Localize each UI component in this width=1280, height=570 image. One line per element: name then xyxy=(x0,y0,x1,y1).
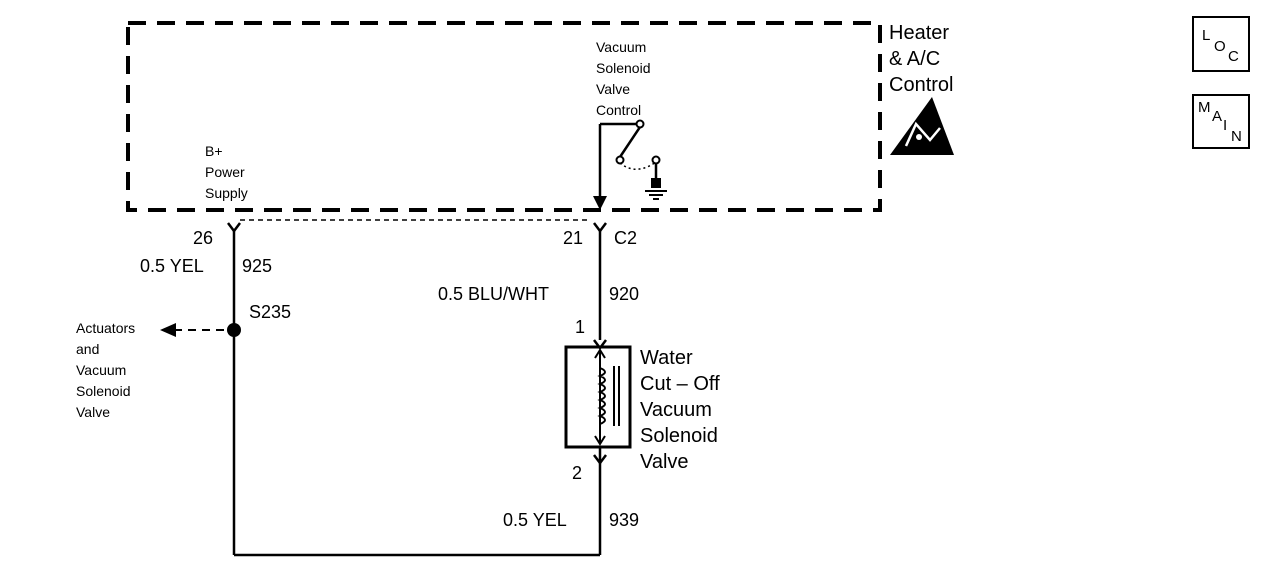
module-boundary xyxy=(126,21,882,212)
valve-control-line: Solenoid xyxy=(596,60,651,76)
loc-letter: O xyxy=(1214,38,1226,55)
return-wire-color: 0.5 YEL xyxy=(503,510,567,530)
loc-letter: L xyxy=(1202,27,1211,44)
solenoid-name-line: Cut – Off xyxy=(640,373,720,395)
main-letter: N xyxy=(1231,128,1242,145)
switch-wire-arrow-icon xyxy=(593,196,607,210)
power-wire-circuit: 925 xyxy=(242,256,273,276)
switch-contact-bottom xyxy=(615,155,625,165)
valve-control-line: Valve xyxy=(596,81,630,97)
control-pin-number: 21 xyxy=(563,228,584,248)
solenoid-top-arrow xyxy=(594,348,606,359)
module-title-line: Control xyxy=(889,74,954,96)
loc-button[interactable]: L O C xyxy=(1192,16,1250,72)
switch-actuation-dotted xyxy=(619,161,657,170)
solenoid-coil-icon xyxy=(597,367,606,425)
solenoid-pin-top: 1 xyxy=(575,317,586,337)
solenoid-bottom-arrow xyxy=(594,435,606,446)
main-letter: I xyxy=(1223,117,1228,134)
splice-destination-line: Valve xyxy=(76,404,110,420)
main-letter: A xyxy=(1212,108,1223,125)
power-supply-line: Supply xyxy=(205,185,248,201)
control-wire-circuit: 920 xyxy=(609,284,640,304)
solenoid-name-line: Water xyxy=(640,347,693,369)
control-pin-terminal xyxy=(593,222,607,234)
switch-blade xyxy=(618,126,642,158)
solenoid-name: Water Cut – Off Vacuum Solenoid Valve xyxy=(640,345,720,475)
splice-destination-label: Actuators and Vacuum Solenoid Valve xyxy=(76,318,135,423)
main-button[interactable]: M A I N xyxy=(1192,94,1250,149)
power-wire-color: 0.5 YEL xyxy=(140,256,204,276)
esd-warning-icon xyxy=(890,97,954,155)
power-supply-line: Power xyxy=(205,164,245,180)
ground-resistor xyxy=(651,178,661,188)
main-letter: M xyxy=(1198,99,1211,116)
solenoid-pin2-terminal xyxy=(593,454,607,466)
splice-s235-dot xyxy=(227,323,241,337)
solenoid-valve-body xyxy=(564,345,632,449)
power-supply-label: B+ Power Supply xyxy=(205,141,248,204)
switch-contact-top xyxy=(635,119,645,129)
valve-control-label: Vacuum Solenoid Valve Control xyxy=(596,37,651,121)
solenoid-name-line: Vacuum xyxy=(640,399,712,421)
power-pin-terminal xyxy=(227,222,241,234)
ground-contact xyxy=(651,155,661,165)
module-title-line: & A/C xyxy=(889,48,941,70)
power-supply-line: B+ xyxy=(205,143,223,159)
power-pin-number: 26 xyxy=(193,228,214,248)
ground-icon xyxy=(645,190,667,200)
splice-destination-line: Solenoid xyxy=(76,383,131,399)
solenoid-name-line: Valve xyxy=(640,451,689,473)
loc-letter: C xyxy=(1228,48,1239,65)
splice-destination-line: and xyxy=(76,341,100,357)
valve-control-line: Control xyxy=(596,102,642,118)
valve-control-line: Vacuum xyxy=(596,39,647,55)
module-title-line: Heater xyxy=(889,22,950,44)
return-wire-circuit: 939 xyxy=(609,510,640,530)
splice-destination-line: Vacuum xyxy=(76,362,127,378)
splice-destination-line: Actuators xyxy=(76,320,136,336)
splice-label: S235 xyxy=(249,302,292,322)
connector-label: C2 xyxy=(614,228,638,248)
solenoid-name-line: Solenoid xyxy=(640,425,718,447)
solenoid-pin-bottom: 2 xyxy=(572,463,583,483)
splice-branch-arrow-icon xyxy=(160,323,176,337)
module-title: Heater & A/C Control xyxy=(889,20,953,98)
control-wire-color: 0.5 BLU/WHT xyxy=(438,284,550,304)
